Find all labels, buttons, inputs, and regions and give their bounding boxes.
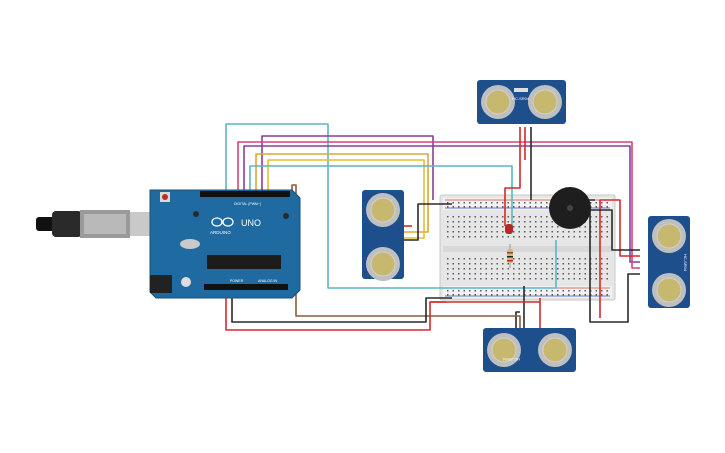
ultrasonic-sensor-top: HC-SR04 xyxy=(477,80,566,124)
usb-cable xyxy=(36,210,152,238)
wire-black-right xyxy=(589,209,640,323)
wire-black-left xyxy=(400,203,452,241)
sensor-top-model: HC-SR04 xyxy=(512,96,530,101)
ultrasonic-sensor-bottom: HC-SR04 xyxy=(483,328,576,372)
buzzer xyxy=(549,187,591,229)
wire-teal-2 xyxy=(249,165,513,232)
wire-purple-1 xyxy=(261,135,434,200)
ultrasonic-sensor-left: HC-SR04 xyxy=(356,190,404,281)
wire-yellow-1 xyxy=(267,159,425,239)
sensor-right-model: HC-SR04 xyxy=(683,254,688,272)
wire-black-2 xyxy=(231,292,452,323)
wire-pink-1 xyxy=(237,141,640,269)
arduino-uno: ARDUINO UNO DIGITAL (PWM~) POWER ANALOG … xyxy=(149,189,301,299)
wires xyxy=(225,123,640,331)
wire-red-right xyxy=(599,199,640,318)
wire-teal-1 xyxy=(225,123,557,289)
wire-red-top xyxy=(504,127,521,226)
wire-purple-2 xyxy=(243,145,640,263)
arduino-digital-label: DIGITAL (PWM~) xyxy=(234,202,261,206)
arduino-logo-icon xyxy=(211,217,234,227)
arduino-brand: ARDUINO xyxy=(210,230,231,235)
resistor xyxy=(507,244,513,268)
sensor-bottom-model: HC-SR04 xyxy=(502,357,520,362)
red-led xyxy=(505,224,513,234)
arduino-model: UNO xyxy=(241,218,261,228)
arduino-power-label: POWER xyxy=(230,279,244,283)
sensor-left-model: HC-SR04 xyxy=(356,218,361,236)
wire-black-bottom-2 xyxy=(515,311,520,330)
arduino-analog-label: ANALOG IN xyxy=(258,279,278,283)
ultrasonic-sensor-right: HC-SR04 xyxy=(648,216,690,308)
